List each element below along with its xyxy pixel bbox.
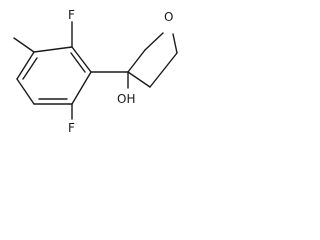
oxetane-bond-3 — [144, 32, 164, 51]
oxetane-bond-5 — [172, 33, 178, 54]
oxetane-bond-1 — [127, 49, 146, 73]
ring-double-bond-c5-c6 — [22, 57, 38, 80]
ring-bond-c6-c1 — [33, 46, 73, 53]
oxetane-ring — [127, 32, 178, 88]
ring-bond-c2-c3 — [71, 71, 92, 105]
benzene-ring — [16, 46, 92, 105]
fluorine-bottom-label: F — [68, 121, 75, 135]
molecule-diagram: F F O OH — [13, 8, 178, 135]
ring-bond-c4-c5 — [16, 78, 35, 105]
bond-methyl — [13, 37, 35, 53]
oxygen-label: O — [164, 10, 173, 24]
ring-bond-c5-c6 — [16, 51, 35, 80]
oxetane-bond-2 — [127, 71, 151, 88]
structure-canvas: F F O OH — [0, 0, 191, 137]
oxetane-bond-4 — [149, 52, 178, 88]
ring-bond-c1-c2 — [71, 46, 92, 73]
hydroxyl-label: OH — [117, 92, 135, 106]
fluorine-top-label: F — [68, 8, 75, 22]
ring-double-bond-c1-c2 — [70, 52, 86, 73]
